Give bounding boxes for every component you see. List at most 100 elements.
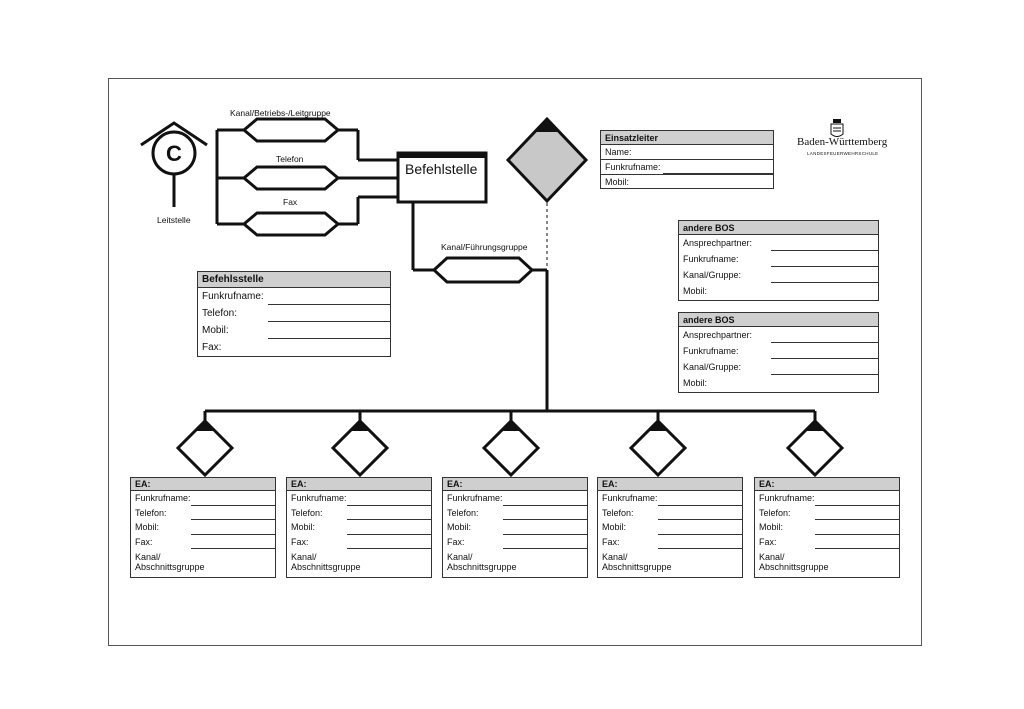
bos-input-line[interactable]: [771, 282, 878, 283]
ea-unit-field-label: Kanal/: [291, 552, 317, 562]
bos-field-row: Mobil:: [679, 375, 878, 391]
einsatzleiter-field-label: Mobil:: [605, 177, 630, 187]
befehlsstelle-input-line[interactable]: [268, 338, 390, 339]
ea-unit-field-label: Mobil:: [291, 522, 316, 532]
ea-unit-field-label: Abschnittsgruppe: [602, 562, 672, 572]
ea-unit-field-row: Fax:: [287, 535, 431, 549]
ea-unit-field-row: Kanal/Abschnittsgruppe: [287, 549, 431, 577]
befehlsstelle-field-label: Fax:: [202, 342, 222, 353]
ea-unit-form: EA:Funkrufname:Telefon:Mobil:Fax:Kanal/A…: [442, 477, 588, 578]
channel-hexagon-fuehrungsgruppe: [431, 256, 535, 284]
ea-unit-input-line[interactable]: [815, 504, 899, 506]
bos-field-label: Mobil:: [683, 286, 708, 296]
ea-unit-title: EA:: [755, 478, 899, 491]
bos-field-row: Ansprechpartner:: [679, 327, 878, 343]
leader-diamond-tip: [535, 119, 559, 132]
ea-unit-field-row: Telefon:: [598, 506, 742, 520]
unit-diamond: [330, 418, 390, 478]
ea-unit-input-line[interactable]: [347, 519, 431, 520]
bos-title: andere BOS: [679, 313, 878, 327]
ea-unit-field-row: Telefon:: [755, 506, 899, 520]
ea-unit-field-row: Mobil:: [443, 520, 587, 535]
ea-unit-input-line[interactable]: [191, 519, 275, 520]
bos-field-row: Kanal/Gruppe:: [679, 359, 878, 375]
ea-unit-input-line[interactable]: [503, 533, 587, 535]
unit-diamond: [481, 418, 541, 478]
ea-unit-field-label: Fax:: [759, 536, 777, 547]
ea-unit-field-row: Kanal/Abschnittsgruppe: [443, 549, 587, 577]
unit-diamond-tip: [805, 421, 825, 431]
bos-field-row: Mobil:: [679, 283, 878, 299]
bos-input-line[interactable]: [771, 358, 878, 359]
ea-unit-field-label: Mobil:: [447, 522, 472, 532]
bos-field-label: Kanal/Gruppe:: [683, 362, 742, 372]
ea-unit-field-row: Mobil:: [755, 520, 899, 535]
ea-unit-field-label: Kanal/: [759, 552, 785, 562]
bos-field-label: Ansprechpartner:: [683, 330, 753, 340]
unit-diamond-tip: [648, 421, 668, 431]
ea-unit-field-label: Funkrufname:: [759, 493, 815, 503]
page-frame: [108, 78, 922, 646]
ea-unit-input-line[interactable]: [503, 504, 587, 506]
ea-unit-input-line[interactable]: [191, 548, 275, 549]
channel-label-telefon: Telefon: [276, 154, 304, 164]
ea-unit-input-line[interactable]: [658, 533, 742, 535]
fuehrung-channel-label: Kanal/Führungsgruppe: [441, 242, 528, 252]
ea-unit-input-line[interactable]: [347, 548, 431, 549]
ea-unit-field-row: Funkrufname:: [287, 491, 431, 506]
ea-unit-field-label: Telefon:: [135, 507, 167, 518]
ea-unit-input-line[interactable]: [347, 504, 431, 506]
bos-field-label: Ansprechpartner:: [683, 238, 753, 248]
ea-unit-title: EA:: [287, 478, 431, 491]
befehlsstelle-field-row: Funkrufname:: [198, 288, 390, 305]
ea-unit-field-label: Kanal/: [135, 552, 161, 562]
ea-unit-input-line[interactable]: [815, 519, 899, 520]
ea-unit-input-line[interactable]: [503, 519, 587, 520]
befehlsstelle-input-line[interactable]: [268, 321, 390, 322]
ea-unit-field-row: Funkrufname:: [443, 491, 587, 506]
ea-unit-input-line[interactable]: [658, 519, 742, 520]
ea-unit-field-label: Mobil:: [602, 522, 627, 532]
bos-form: andere BOS Ansprechpartner: Funkrufname:…: [678, 220, 879, 301]
bos-field-label: Kanal/Gruppe:: [683, 270, 742, 280]
ea-unit-input-line[interactable]: [191, 533, 275, 535]
leitstelle-symbol-letter: C: [166, 141, 182, 166]
bos-field-row: Ansprechpartner:: [679, 235, 878, 251]
befehlsstelle-title: Befehlsstelle: [198, 272, 390, 288]
ea-unit-field-row: Mobil:: [131, 520, 275, 535]
ea-unit-field-label: Mobil:: [135, 522, 160, 532]
unit-diamond: [628, 418, 688, 478]
ea-unit-form: EA:Funkrufname:Telefon:Mobil:Fax:Kanal/A…: [597, 477, 743, 578]
ea-unit-input-line[interactable]: [191, 504, 275, 506]
ea-unit-field-label: Kanal/: [447, 552, 473, 562]
ea-unit-input-line[interactable]: [815, 548, 899, 549]
bos-input-line[interactable]: [771, 266, 878, 267]
bos-form: andere BOS Ansprechpartner: Funkrufname:…: [678, 312, 879, 393]
befehlsstelle-input-line[interactable]: [268, 304, 390, 305]
ea-unit-field-label: Funkrufname:: [135, 493, 191, 503]
bos-title: andere BOS: [679, 221, 878, 235]
unit-diamonds: [175, 411, 845, 478]
leitstelle-label: Leitstelle: [157, 215, 191, 225]
ea-unit-input-line[interactable]: [347, 533, 431, 535]
bos-input-line[interactable]: [771, 250, 878, 251]
ea-unit-input-line[interactable]: [658, 504, 742, 506]
ea-unit-input-line[interactable]: [658, 548, 742, 549]
unit-diamond: [785, 418, 845, 478]
befehlsstelle-field-label: Telefon:: [202, 308, 238, 319]
befehlsstelle-form: Befehlsstelle Funkrufname: Telefon: Mobi…: [197, 271, 391, 357]
ea-unit-field-label: Mobil:: [759, 522, 784, 532]
unit-diamond-tip: [195, 421, 215, 431]
ea-unit-field-row: Funkrufname:: [598, 491, 742, 506]
ea-unit-form: EA:Funkrufname:Telefon:Mobil:Fax:Kanal/A…: [754, 477, 900, 578]
ea-unit-field-label: Fax:: [291, 536, 309, 547]
ea-unit-input-line[interactable]: [815, 533, 899, 535]
bos-field-row: Kanal/Gruppe:: [679, 267, 878, 283]
ea-unit-field-row: Mobil:: [598, 520, 742, 535]
bos-input-line[interactable]: [771, 342, 878, 343]
fuehrung-channel-lines: [411, 202, 549, 411]
bos-input-line[interactable]: [771, 374, 878, 375]
ea-unit-input-line[interactable]: [503, 548, 587, 549]
einsatzleiter-input-line[interactable]: [663, 173, 773, 174]
ea-unit-field-row: Telefon:: [443, 506, 587, 520]
